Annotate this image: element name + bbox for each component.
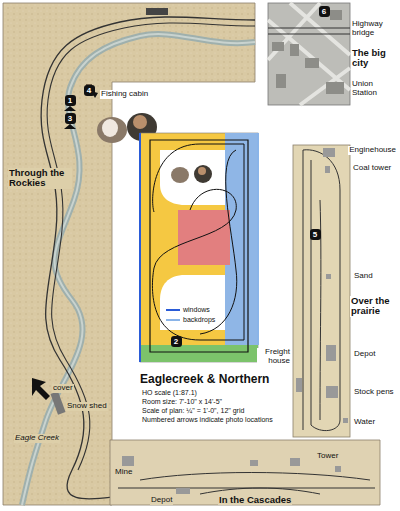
legend-text: backdrops [183,316,215,324]
place-label: Freight house [257,348,291,366]
callout-pointer [64,124,76,129]
place-label: Union Station [351,80,397,98]
place-label: Depot [353,350,376,359]
cascades-board [110,440,380,505]
city-streets [268,3,350,105]
legend-item: backdrops [166,316,215,324]
callout-number: 5 [310,229,321,240]
city-board [268,3,350,105]
operator-figure [97,117,127,143]
plan-note: Room size: 7'-10" x 14'-5" [141,398,223,406]
city-track [268,28,350,34]
plan-title: Eaglecreek & Northern [140,372,269,386]
legend-line [166,309,180,311]
place-label: cover [52,384,74,393]
callout-number: 4 [84,85,95,96]
place-label: Enginehouse [348,146,397,155]
section-title: The big city [351,48,397,69]
section-title: Over the prairie [350,296,397,317]
prairie-board [293,145,350,437]
cover-arrow [32,378,50,400]
callout-number: 6 [319,6,330,17]
mainline-track [41,17,380,499]
place-label: Tower [316,452,339,461]
legend-line [166,319,180,321]
plan-note: Numbered arrows indicate photo locations [141,416,274,424]
rockies-board [3,3,255,505]
callout-number: 3 [65,113,76,124]
trestle-bridge [146,8,168,15]
legend-text: windows [183,306,210,314]
legend-item: windows [166,306,210,314]
plan-note: HO scale (1:87.1) [141,389,198,397]
place-label: Fishing cabin [100,90,149,99]
callout-number: 2 [171,336,182,347]
operator-figure [102,119,118,137]
snow-shed [50,391,65,414]
callout-pointer [64,106,76,111]
plan-note: Scale of plan: ¼" = 1'-0", 12" grid [141,407,245,415]
operator-figure [133,115,147,129]
callout-number: 1 [65,95,76,106]
cascades-track [118,473,375,495]
place-label: Water [353,418,376,427]
section-title: Through the Rockies [8,168,72,189]
place-label: Stock pens [353,388,395,397]
prairie-structures [296,148,348,423]
cascades-structures [122,456,341,494]
section-title: In the Cascades [218,495,292,505]
place-label: Highway bridge [351,20,397,38]
place-label: Eagle Creek [14,434,60,443]
place-label: Mine [114,468,133,477]
place-label: Snow shed [66,402,108,411]
place-label: Coal tower [352,164,392,173]
room-plan [140,133,258,362]
place-label: Depot [150,496,173,505]
place-label: Sand [353,272,374,281]
city-buildings [272,10,344,94]
prairie-track [303,150,340,431]
